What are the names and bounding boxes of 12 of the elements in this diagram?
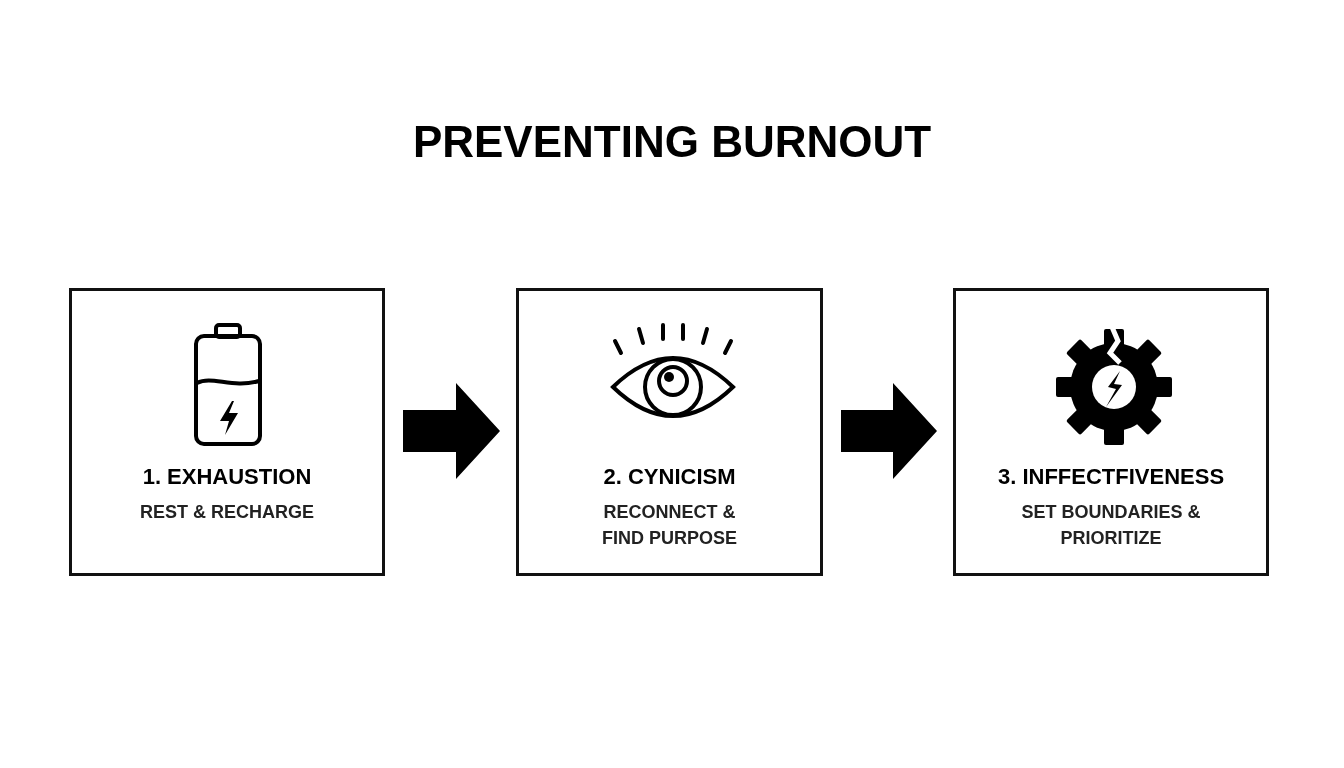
step-title: 2. CYNICISM <box>602 463 737 491</box>
title: PREVENTING BURNOUT <box>411 120 933 164</box>
step-box <box>953 288 1269 576</box>
step-action: RECONNECT & FIND PURPOSE <box>601 500 738 550</box>
step-box <box>516 288 823 576</box>
step-title: 1. EXHAUSTION <box>141 463 313 491</box>
step-box <box>69 288 385 576</box>
step-action: SET BOUNDARIES & PRIORITIZE <box>1020 500 1202 550</box>
block-arrow <box>841 383 937 479</box>
block-arrow <box>403 383 500 479</box>
step-action: REST & RECHARGE <box>139 500 315 524</box>
step-title: 3. INFFECTFIVENESS <box>996 463 1226 491</box>
